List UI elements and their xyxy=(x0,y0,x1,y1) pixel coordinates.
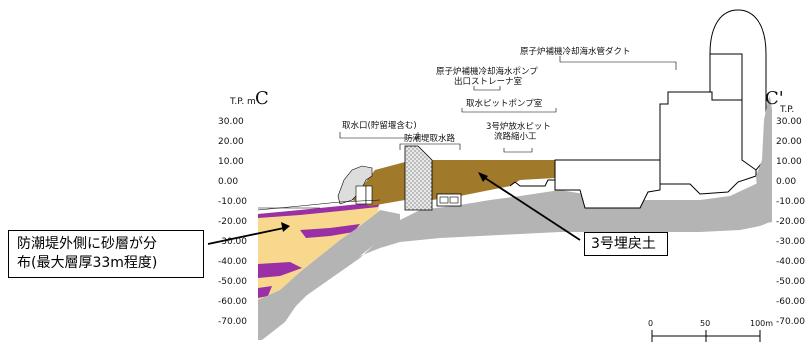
elev-right-m70: -70.00 xyxy=(776,317,805,327)
elev-left-m60: -60.00 xyxy=(218,297,247,307)
annotation-unit3-pit-1: 3号炉放水ピット xyxy=(486,121,551,132)
annotation-pump-outlet-1: 原子炉補機冷却海水ポンプ xyxy=(436,66,538,77)
elev-left-10: 10.00 xyxy=(218,157,244,167)
purple-layer-low xyxy=(258,262,302,278)
leader-seawall xyxy=(399,143,461,150)
purple-layer-top xyxy=(258,202,380,218)
elev-left-m50: -50.00 xyxy=(218,277,247,287)
elev-left-m10: -10.00 xyxy=(218,197,247,207)
elev-left-m40: -40.00 xyxy=(218,257,247,267)
annotation-pit-pump-room: 取水ピットポンプ室 xyxy=(466,98,543,109)
backfill-callout-label: 3号埋戻土 xyxy=(591,236,656,252)
elev-right-m50: -50.00 xyxy=(776,277,805,287)
elev-left-0: 0.00 xyxy=(218,177,238,187)
scale-tick-50: 50 xyxy=(700,319,710,328)
elev-right-0: 0.00 xyxy=(776,177,796,187)
backfill-soil-main xyxy=(432,160,555,200)
right-bank xyxy=(756,96,772,224)
annotation-duct: 原子炉補機冷却海水管ダクト xyxy=(520,46,631,57)
elevation-axis-left: 30.00 20.00 10.00 0.00 -10.00 -20.00 -30… xyxy=(218,117,247,327)
scale-tick-0: 0 xyxy=(648,319,653,328)
elev-right-10: 10.00 xyxy=(776,157,802,167)
elev-left-30: 30.00 xyxy=(218,117,244,127)
elev-right-m20: -20.00 xyxy=(776,217,805,227)
section-label-right: C' xyxy=(765,88,784,109)
sand-arrowhead xyxy=(281,222,290,232)
sand-callout-box: 防潮堤外側に砂層が分 布(最大層厚33m程度) xyxy=(8,230,204,278)
leader-pit-pump xyxy=(461,108,557,113)
sand-callout-line1: 防潮堤外側に砂層が分 xyxy=(17,236,157,252)
section-label-left: C xyxy=(255,88,269,109)
backfill-arrow-line xyxy=(481,175,581,241)
elev-right-20: 20.00 xyxy=(776,137,802,147)
backfill-arrowhead xyxy=(478,172,488,182)
annotation-unit3-pit-2: 流路縮小工 xyxy=(494,131,537,142)
backfill-callout-box: 3号埋戻土 xyxy=(584,232,668,256)
pump-structure xyxy=(509,179,555,187)
elev-right-m40: -40.00 xyxy=(776,257,805,267)
leader-intake xyxy=(339,132,419,139)
bedrock-layer xyxy=(262,180,770,340)
elev-left-m70: -70.00 xyxy=(218,317,247,327)
unit-label-left: T.P. m xyxy=(229,97,256,107)
leader-duct xyxy=(559,56,677,70)
elevation-axis-right: 30.00 20.00 10.00 0.00 -10.00 -20.00 -30… xyxy=(776,117,805,327)
sand-arrow-line xyxy=(207,227,285,245)
elev-left-m20: -20.00 xyxy=(218,217,247,227)
purple-layer-bottom xyxy=(258,286,272,298)
intake-channel-cell1 xyxy=(439,196,449,204)
elev-right-m30: -30.00 xyxy=(776,237,805,247)
intake-gate-2 xyxy=(365,185,373,205)
purple-layer-mid xyxy=(300,224,360,238)
scale-bar xyxy=(651,330,761,342)
elev-right-30: 30.00 xyxy=(776,117,802,127)
elev-left-m30: -30.00 xyxy=(218,237,247,247)
elev-right-m10: -10.00 xyxy=(776,197,805,207)
elev-right-m60: -60.00 xyxy=(776,297,805,307)
leader-unit3 xyxy=(503,148,533,153)
annotation-pump-outlet-2: 出口ストレーナ室 xyxy=(454,76,523,87)
leader-pump-outlet xyxy=(473,86,501,91)
elev-left-20: 20.00 xyxy=(218,137,244,147)
scale-tick-100: 100m xyxy=(750,319,773,328)
seawall xyxy=(404,145,433,211)
sand-callout-line2: 布(最大層厚33m程度) xyxy=(17,255,158,271)
annotation-seawall-channel: 防潮堤取水路 xyxy=(404,133,456,144)
unit-label-right: T.P. xyxy=(779,105,794,115)
gray-wedge-left xyxy=(258,210,400,340)
reactor-dome xyxy=(709,9,767,171)
intake-channel-cell2 xyxy=(449,196,459,204)
annotation-intake: 取水口(貯留堰含む) xyxy=(342,120,417,131)
